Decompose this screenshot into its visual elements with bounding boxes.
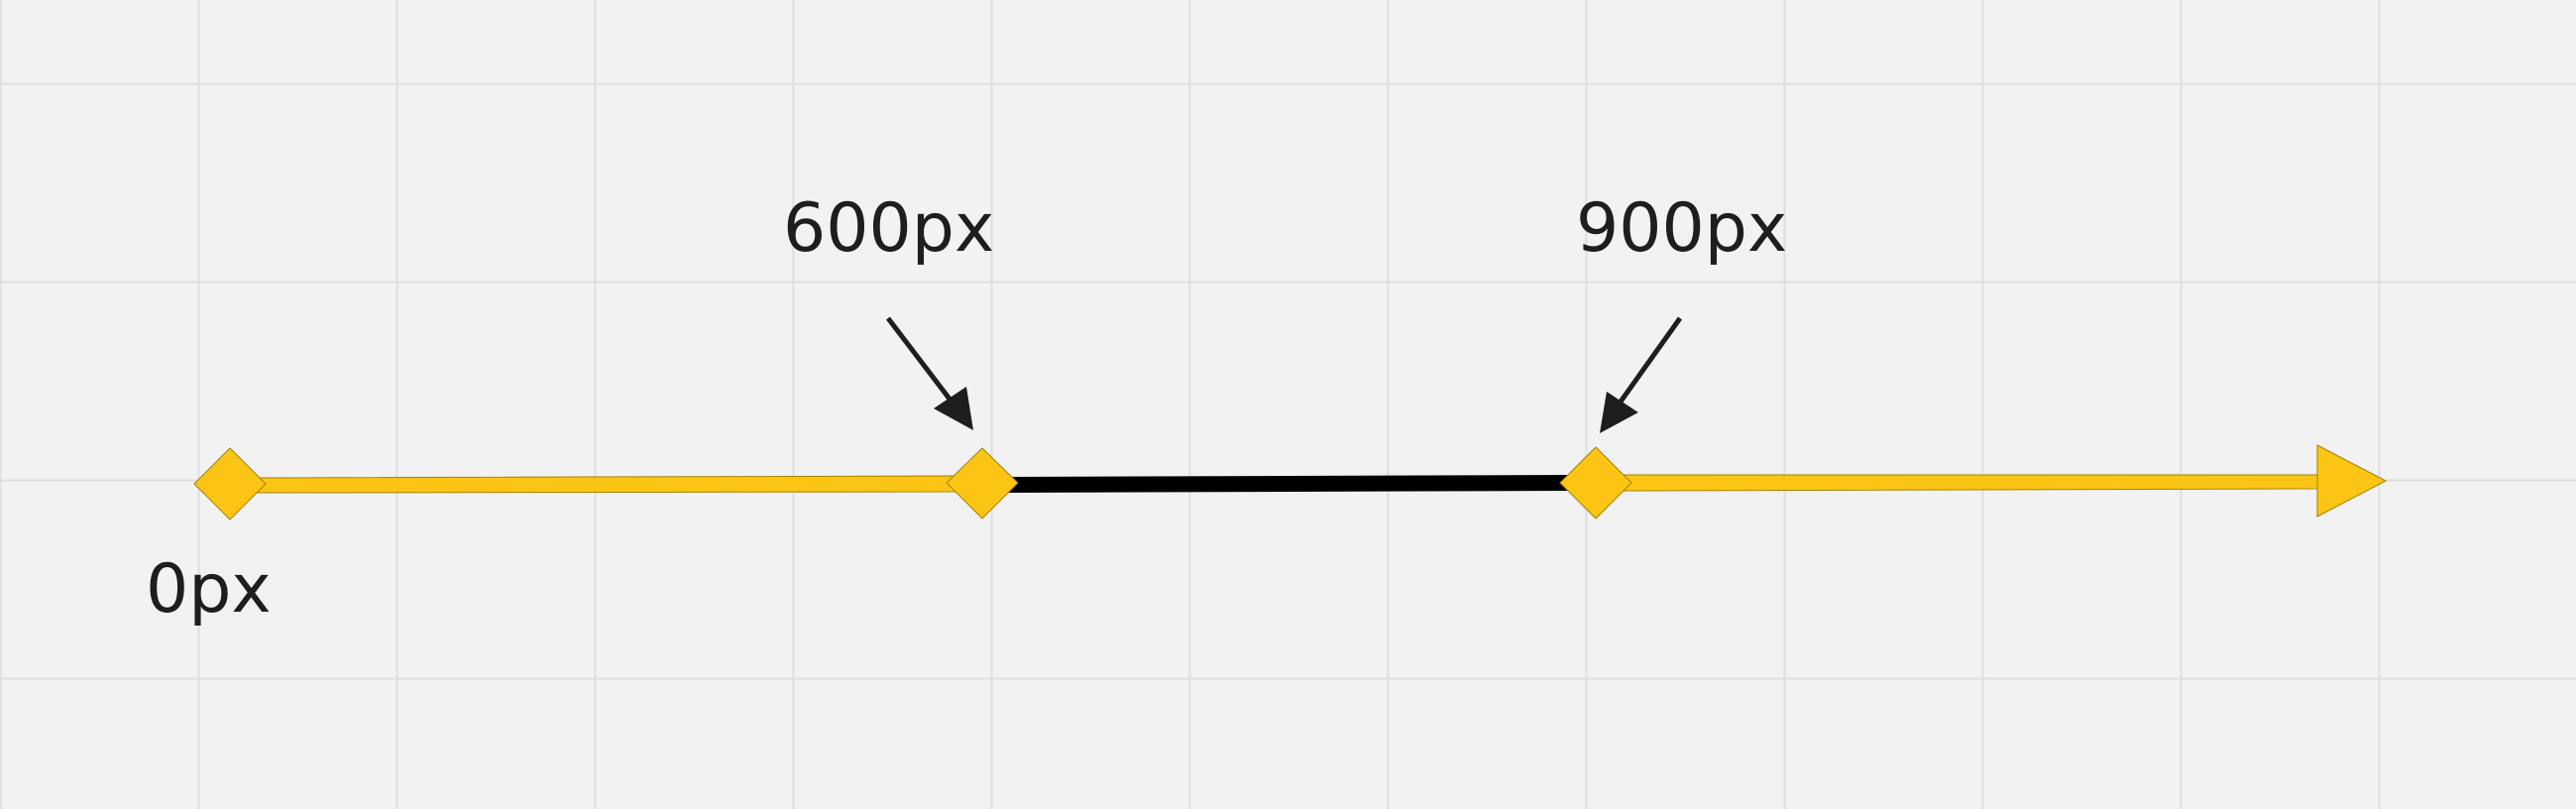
line-segment-start bbox=[252, 475, 960, 494]
line-segment-end bbox=[1617, 474, 2318, 492]
progress-line bbox=[252, 444, 2388, 518]
line-segment-middle bbox=[1001, 475, 1579, 493]
handle-diamond-end[interactable] bbox=[1559, 446, 1632, 520]
label-start: 0px bbox=[146, 550, 272, 629]
handle-diamond-mid[interactable] bbox=[946, 447, 1019, 520]
arrow-head bbox=[2316, 444, 2388, 518]
handle-diamond-start[interactable] bbox=[193, 447, 267, 520]
label-end: 900px bbox=[1576, 189, 1787, 268]
callout-arrow-mid bbox=[886, 316, 973, 430]
label-mid: 600px bbox=[783, 189, 994, 268]
callout-arrow-end bbox=[1600, 316, 1683, 433]
